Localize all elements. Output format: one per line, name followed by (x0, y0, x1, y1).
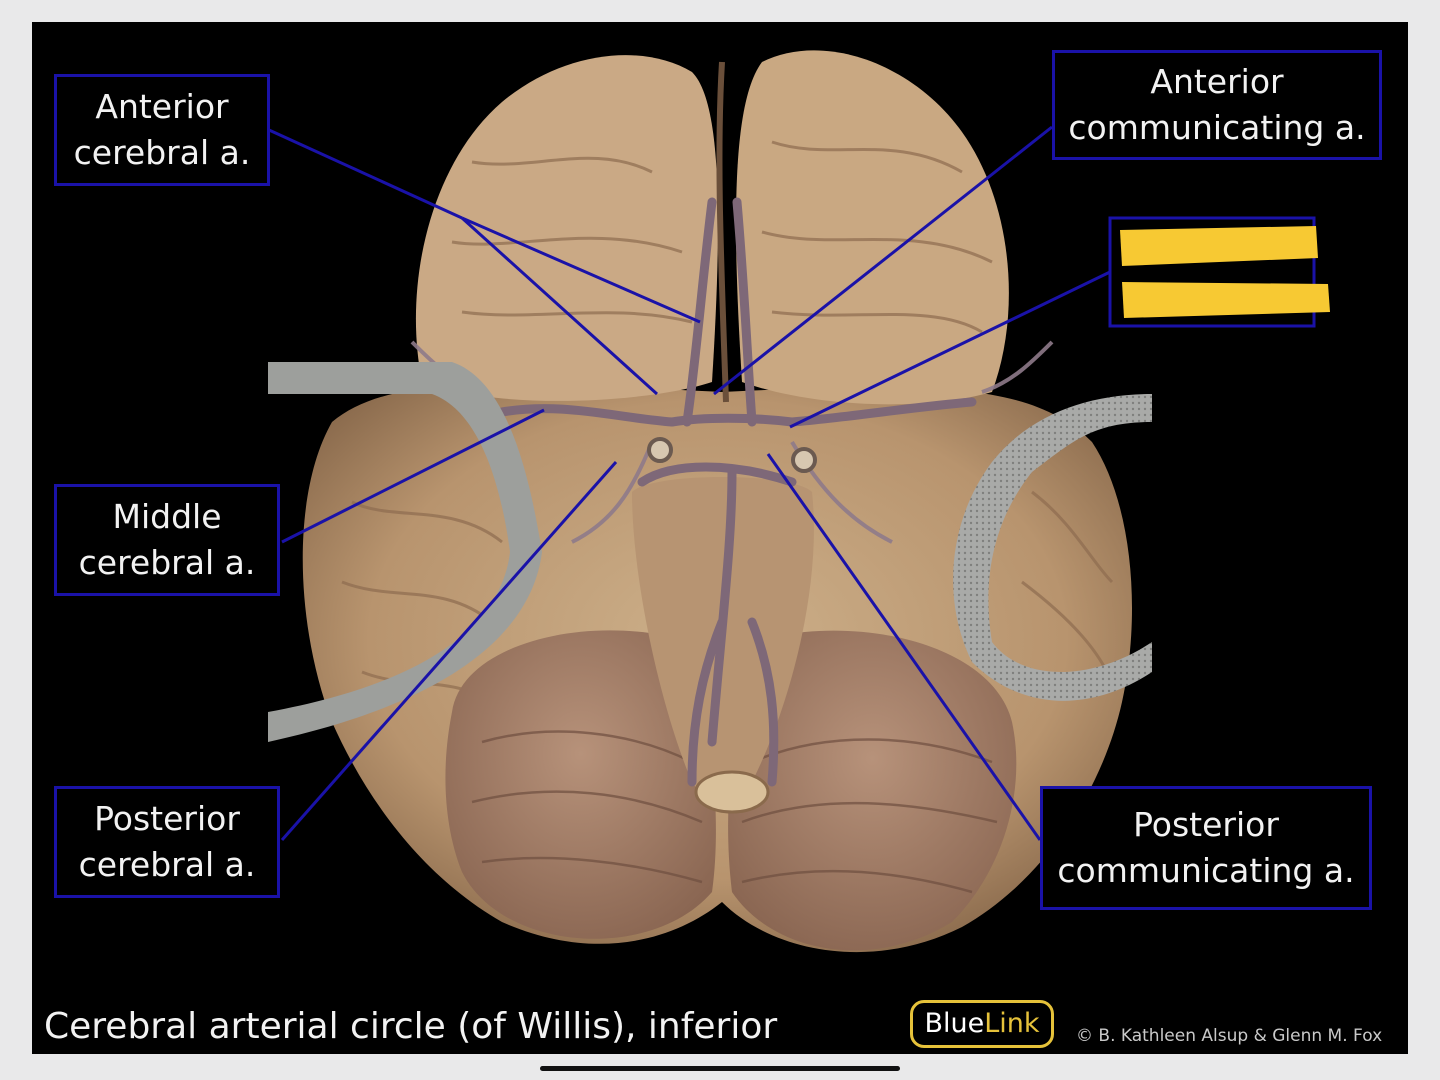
leader-line-redacted (789, 270, 1111, 429)
slide-caption: Cerebral arterial circle (of Willis), in… (44, 1006, 778, 1047)
label-middle-cerebral: Middle cerebral a. (54, 484, 280, 596)
leader-line-anterior-cerebral-b (460, 216, 659, 396)
logo-text-link: Link (984, 1008, 1040, 1039)
leader-line-anterior-cerebral (268, 128, 463, 220)
slide: Anterior cerebral a. Anterior communicat… (32, 22, 1408, 1054)
redacted-label (1108, 216, 1330, 328)
brain-dissection-image (268, 50, 1330, 953)
leader-line-posterior-communicating (766, 453, 1042, 841)
label-anterior-communicating: Anterior communicating a. (1052, 50, 1382, 160)
leader-line-posterior-cerebral (280, 461, 618, 841)
copyright-notice: © B. Kathleen Alsup & Glenn M. Fox (1076, 1026, 1383, 1046)
home-indicator[interactable] (540, 1066, 900, 1071)
leader-line-middle-cerebral (281, 408, 545, 544)
label-anterior-cerebral: Anterior cerebral a. (54, 74, 270, 186)
retractor-band-left (268, 362, 542, 742)
highlighter-mark (1122, 282, 1330, 318)
highlighter-mark (1120, 226, 1318, 266)
label-posterior-cerebral: Posterior cerebral a. (54, 786, 280, 898)
bluelink-logo: BlueLink (910, 1000, 1054, 1048)
leader-line-anterior-communicating (713, 125, 1053, 396)
retractor-band-right (953, 394, 1152, 701)
label-posterior-communicating: Posterior communicating a. (1040, 786, 1372, 910)
leader-line-anterior-cerebral-a (461, 216, 701, 324)
leader-lines (268, 125, 1111, 841)
logo-text-blue: Blue (924, 1008, 985, 1039)
